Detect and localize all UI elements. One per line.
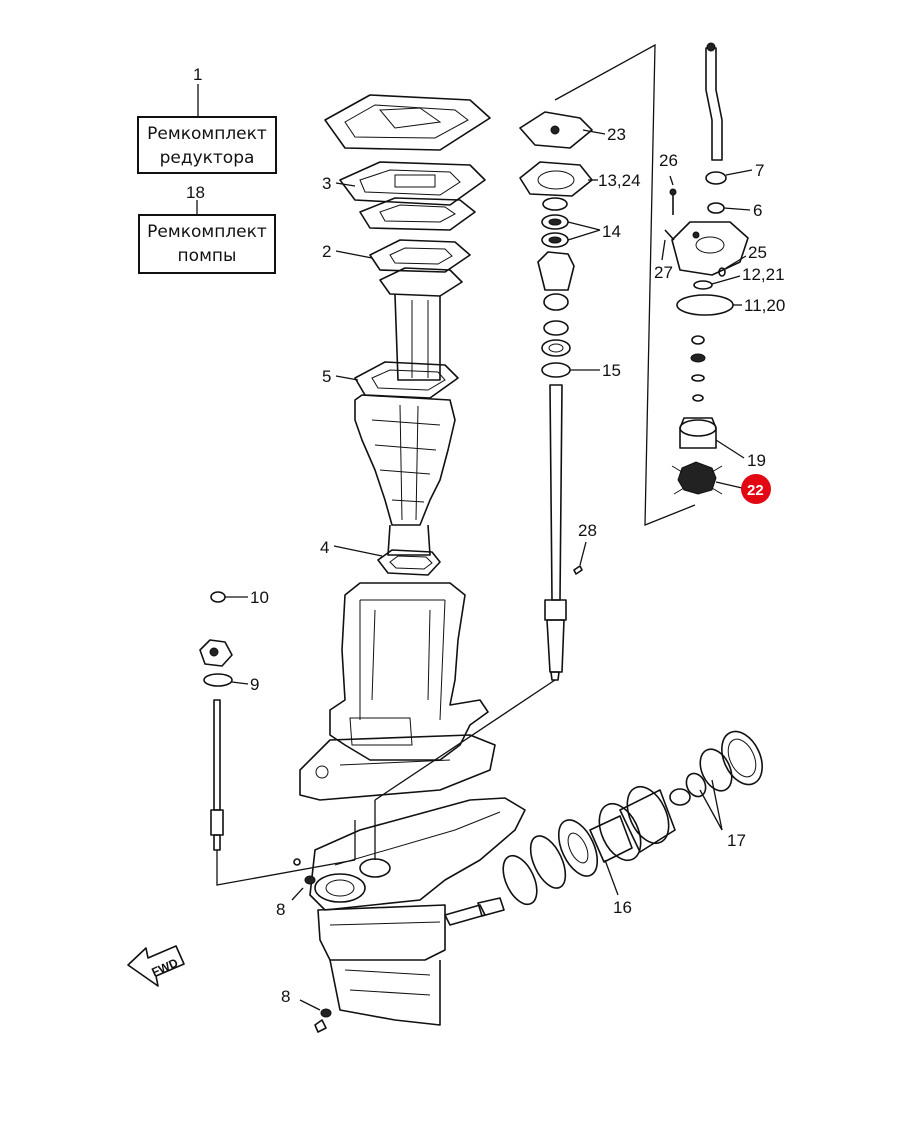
seals-17: 17: [669, 730, 763, 850]
callout-3: 3: [322, 174, 331, 193]
gear-case: [309, 797, 526, 1026]
callout-16: 16: [613, 898, 632, 917]
plate-11-20: 11,20: [676, 294, 785, 316]
shift-rod-assembly: 10 9: [199, 588, 356, 886]
gearbox-kit-line2: редуктора: [159, 148, 255, 168]
bolt-8-lower: 8: [281, 987, 332, 1033]
gearbox-kit-line1: Ремкомплект: [147, 124, 267, 144]
highlight-badge: [741, 474, 771, 504]
callout-9: 9: [250, 675, 259, 694]
pin-28: 28: [573, 521, 597, 575]
bolt-8-upper: 8: [276, 858, 316, 919]
drive-shaft-housing: [354, 361, 459, 576]
callout-22: 22: [747, 482, 764, 499]
callout-17: 17: [727, 831, 746, 850]
oil-seal-housing-13: 13,24: [519, 161, 641, 197]
pump-stack-rings: [690, 335, 706, 402]
bolt-26: 26: [659, 151, 678, 215]
callout-23: 23: [607, 125, 626, 144]
bearing-housing: 15: [537, 251, 621, 380]
gearbox-kit-box: Ремкомплект редуктора: [137, 116, 277, 174]
callout-27: 27: [654, 263, 673, 282]
callout-5: 5: [322, 367, 331, 386]
dowel-25: 25: [718, 243, 767, 277]
seal-6: 6: [707, 201, 762, 220]
exhaust-plate-gasket-stack: [324, 94, 491, 381]
drive-shaft: [374, 384, 567, 801]
grommet-7: 7: [705, 161, 764, 185]
pump-kit-box: Ремкомплект помпы: [138, 214, 276, 274]
callout-10: 10: [250, 588, 269, 607]
callout-15: 15: [602, 361, 621, 380]
callout-6: 6: [753, 201, 762, 220]
fwd-label: FWD: [149, 955, 180, 979]
callout-8b: 8: [281, 987, 290, 1006]
callout-12-21: 12,21: [742, 265, 785, 284]
pump-housing: [671, 221, 749, 276]
impeller-cartridge-19: 19: [679, 417, 766, 470]
bearing-set-16: 16: [502, 785, 676, 917]
lower-casing-upper: [299, 582, 496, 801]
callout-7: 7: [755, 161, 764, 180]
kit-number-18: 18: [186, 183, 205, 202]
oil-seals-14: 14: [541, 197, 621, 248]
callout-2: 2: [322, 242, 331, 261]
pump-cover-23: 23: [519, 111, 626, 149]
callout-19: 19: [747, 451, 766, 470]
pump-kit-line2: помпы: [177, 246, 237, 266]
water-tube: [705, 42, 723, 161]
callout-14: 14: [602, 222, 621, 241]
callout-4: 4: [320, 538, 329, 557]
callout-8a: 8: [276, 900, 285, 919]
bolt-27: 27: [654, 229, 675, 282]
callout-28: 28: [578, 521, 597, 540]
callout-11-20: 11,20: [744, 296, 785, 315]
fwd-arrow: FWD: [127, 945, 185, 987]
callout-25: 25: [748, 243, 767, 262]
callout-26: 26: [659, 151, 678, 170]
impeller-22: 22: [671, 461, 771, 504]
callout-13-24: 13,24: [598, 171, 641, 190]
pump-kit-line1: Ремкомплект: [147, 222, 267, 242]
seal-12-21: 12,21: [693, 265, 785, 290]
kit-number-1: 1: [193, 65, 202, 84]
